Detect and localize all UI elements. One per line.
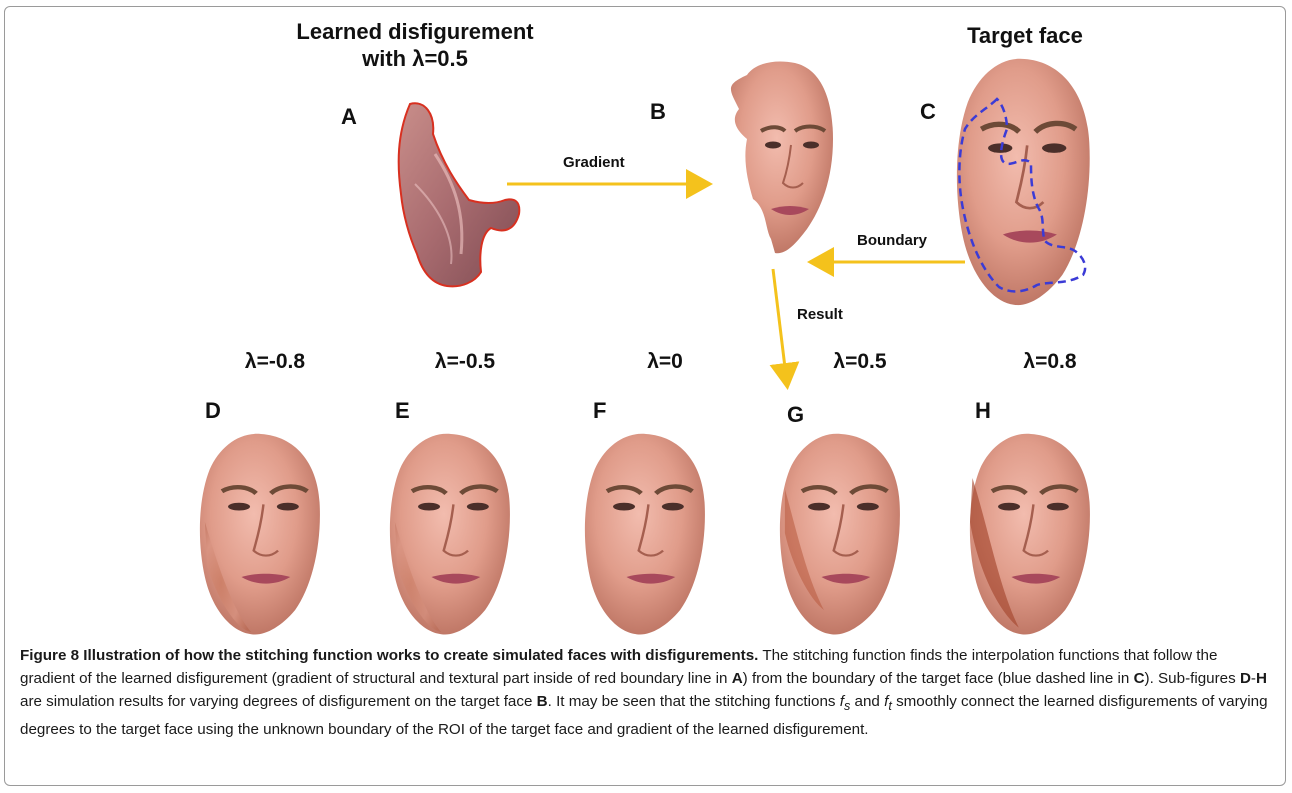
caption-text-2: ) from the boundary of the target face (… bbox=[743, 670, 1134, 687]
learned-disfigurement-title: Learned disfigurement with λ=0.5 bbox=[295, 18, 535, 72]
caption-text-6: . It may be seen that the stitching func… bbox=[548, 693, 840, 710]
caption-ref-c: C bbox=[1134, 670, 1145, 687]
boundary-label: Boundary bbox=[857, 232, 927, 249]
panel-f-face bbox=[585, 434, 705, 635]
panel-letter-g: G bbox=[787, 402, 804, 428]
panel-g-face bbox=[780, 434, 900, 635]
lambda-label-h: λ=0.8 bbox=[990, 350, 1110, 374]
panel-c-face bbox=[957, 59, 1090, 305]
caption-text-3: ). Sub-figures bbox=[1145, 670, 1240, 687]
panel-b-face bbox=[731, 62, 833, 254]
caption-ref-d: D bbox=[1240, 670, 1251, 687]
learned-title-line1: Learned disfigurement bbox=[295, 18, 535, 45]
learned-title-line2: with λ=0.5 bbox=[295, 45, 535, 72]
caption-ref-b: B bbox=[537, 693, 548, 710]
lambda-label-e: λ=-0.5 bbox=[405, 350, 525, 374]
caption-label: Figure 8 Illustration of how the stitchi… bbox=[20, 647, 758, 664]
panel-d-face bbox=[200, 434, 320, 635]
caption-ref-a: A bbox=[732, 670, 743, 687]
panel-a-patch bbox=[399, 103, 520, 286]
panel-letter-b: B bbox=[650, 99, 666, 125]
result-label: Result bbox=[797, 306, 843, 323]
caption-text-7: and bbox=[850, 693, 884, 710]
figure-8: Learned disfigurement with λ=0.5 Target … bbox=[195, 14, 1130, 636]
caption-text-5: are simulation results for varying degre… bbox=[20, 693, 537, 710]
caption-ref-h: H bbox=[1256, 670, 1267, 687]
lambda-label-g: λ=0.5 bbox=[800, 350, 920, 374]
result-arrow bbox=[773, 269, 787, 384]
panel-letter-d: D bbox=[205, 398, 221, 424]
panel-letter-h: H bbox=[975, 398, 991, 424]
lambda-label-d: λ=-0.8 bbox=[215, 350, 335, 374]
target-face-title: Target face bbox=[955, 22, 1095, 49]
panel-letter-a: A bbox=[341, 104, 357, 130]
panel-letter-f: F bbox=[593, 398, 606, 424]
panel-h-face bbox=[970, 434, 1090, 635]
panel-letter-c: C bbox=[920, 99, 936, 125]
gradient-label: Gradient bbox=[563, 154, 625, 171]
figure-caption: Figure 8 Illustration of how the stitchi… bbox=[20, 644, 1270, 741]
panel-e-face bbox=[390, 434, 510, 635]
lambda-label-f: λ=0 bbox=[605, 350, 725, 374]
panel-letter-e: E bbox=[395, 398, 410, 424]
